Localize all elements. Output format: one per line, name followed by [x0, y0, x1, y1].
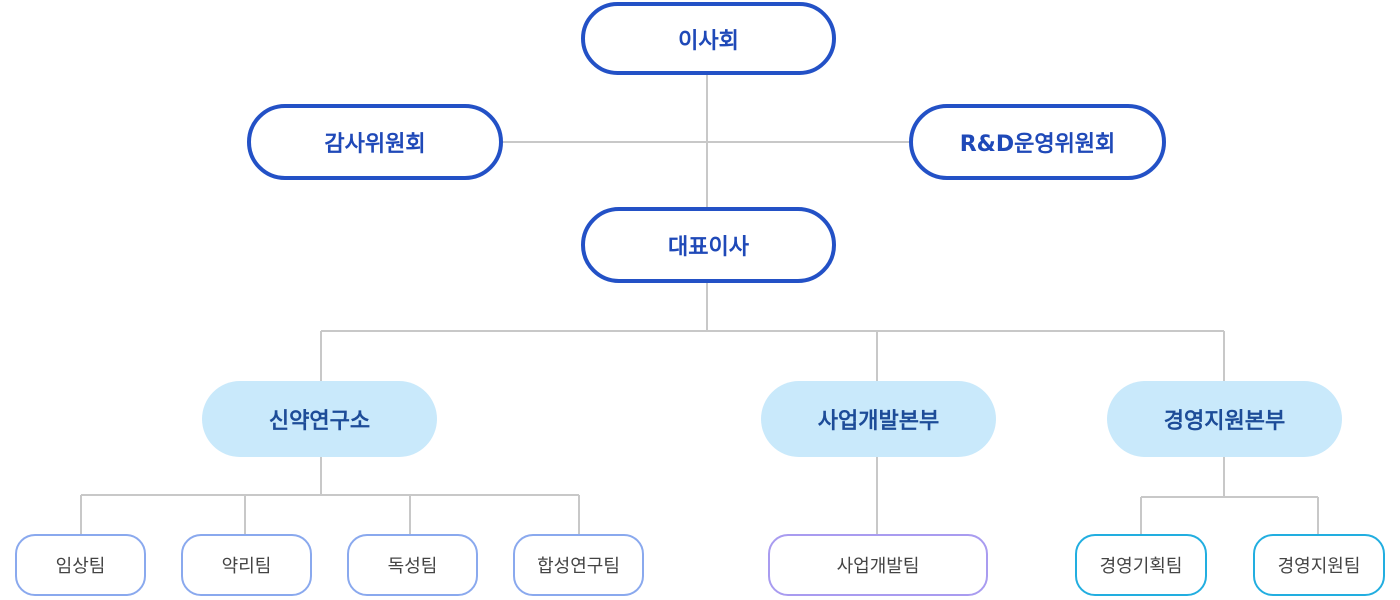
team-label: 약리팀 [221, 556, 272, 577]
team-label: 경영기획팀 [1099, 556, 1183, 577]
team-label: 독성팀 [387, 556, 438, 577]
division-label: 사업개발본부 [817, 409, 940, 434]
division-business-development: 사업개발본부 [761, 381, 996, 457]
rnd-committee-node: R&D운영위원회 [909, 104, 1166, 180]
rnd-committee-label: R&D운영위원회 [959, 132, 1116, 157]
board-node: 이사회 [581, 2, 836, 75]
team-node: 경영기획팀 [1075, 534, 1207, 596]
ceo-label: 대표이사 [668, 235, 749, 260]
ceo-node: 대표이사 [581, 207, 836, 283]
team-node: 임상팀 [15, 534, 146, 596]
team-label: 임상팀 [55, 556, 106, 577]
team-node: 독성팀 [347, 534, 478, 596]
board-label: 이사회 [678, 28, 739, 54]
team-node: 약리팀 [181, 534, 312, 596]
division-label: 신약연구소 [268, 409, 371, 434]
audit-committee-node: 감사위원회 [247, 104, 503, 180]
audit-committee-label: 감사위원회 [324, 132, 426, 157]
team-label: 경영지원팀 [1277, 556, 1361, 577]
team-label: 사업개발팀 [836, 556, 920, 577]
team-label: 합성연구팀 [537, 556, 620, 577]
division-management-support: 경영지원본부 [1107, 381, 1342, 457]
team-node: 합성연구팀 [513, 534, 644, 596]
team-node: 경영지원팀 [1253, 534, 1385, 596]
team-node: 사업개발팀 [768, 534, 988, 596]
division-label: 경영지원본부 [1163, 409, 1286, 434]
division-research-institute: 신약연구소 [202, 381, 437, 457]
